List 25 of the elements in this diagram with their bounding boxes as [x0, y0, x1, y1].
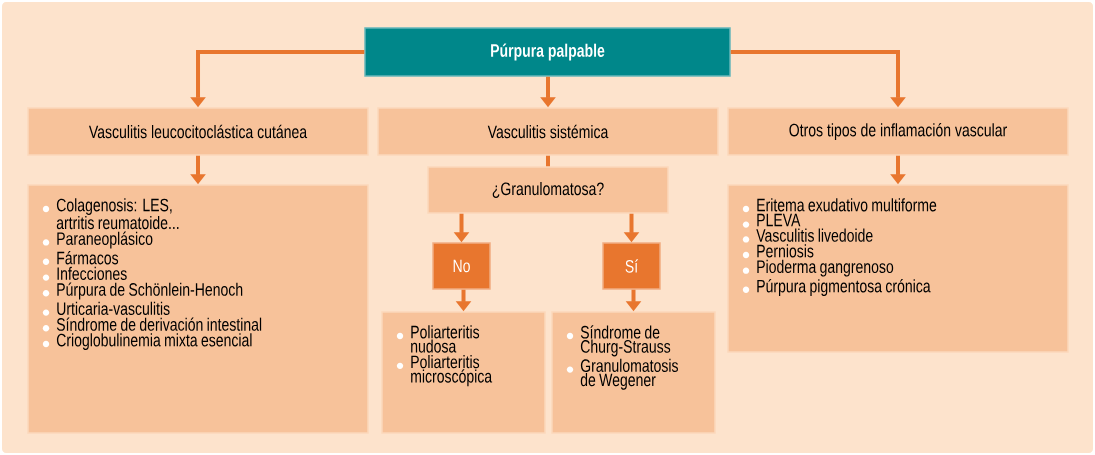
- list-item: Eritema exudativo multiforme: [757, 198, 937, 212]
- answer-box: Sí: [602, 242, 661, 290]
- list-item: Pioderma gangrenoso: [757, 259, 894, 277]
- list-item: Síndrome de Churg-Strauss: [580, 325, 671, 357]
- category-box: ¿Granulomatosa?: [427, 166, 669, 214]
- category-box: Vasculitis sistémica: [377, 107, 719, 156]
- list-item: Poliarteritis nudosa: [411, 325, 480, 353]
- list-item: Granulomatosis de Wegener: [580, 358, 678, 390]
- list-item: Infecciones: [57, 266, 127, 281]
- list-item: Perniosis: [757, 244, 814, 258]
- list-item: Poliarteritis microscópica: [411, 355, 493, 387]
- list-item: Síndrome de derivación intestinal: [56, 317, 262, 331]
- answer-box: No: [432, 242, 491, 290]
- list-item: Púrpura pigmentosa crónica: [757, 279, 931, 296]
- list-item: Colagenosis: LES, artritis reumatoide...: [56, 198, 179, 230]
- title-box: Púrpura palpable: [364, 27, 731, 77]
- category-box: Otros tipos de inflamación vascular: [727, 107, 1069, 156]
- list-item: Fármacos: [57, 251, 119, 265]
- list-item: PLEVA: [757, 213, 801, 227]
- category-box: Vasculitis leucocitoclástica cutánea: [27, 107, 369, 156]
- list-item: Paraneoplásico: [57, 231, 153, 249]
- list-item: Crioglobulinemia mixta esencial: [56, 333, 252, 351]
- list-item: Urticaria-vasculitis: [57, 301, 170, 316]
- list-item: Púrpura de Schönlein-Henoch: [57, 282, 243, 300]
- list-item: Vasculitis livedoide: [756, 228, 873, 242]
